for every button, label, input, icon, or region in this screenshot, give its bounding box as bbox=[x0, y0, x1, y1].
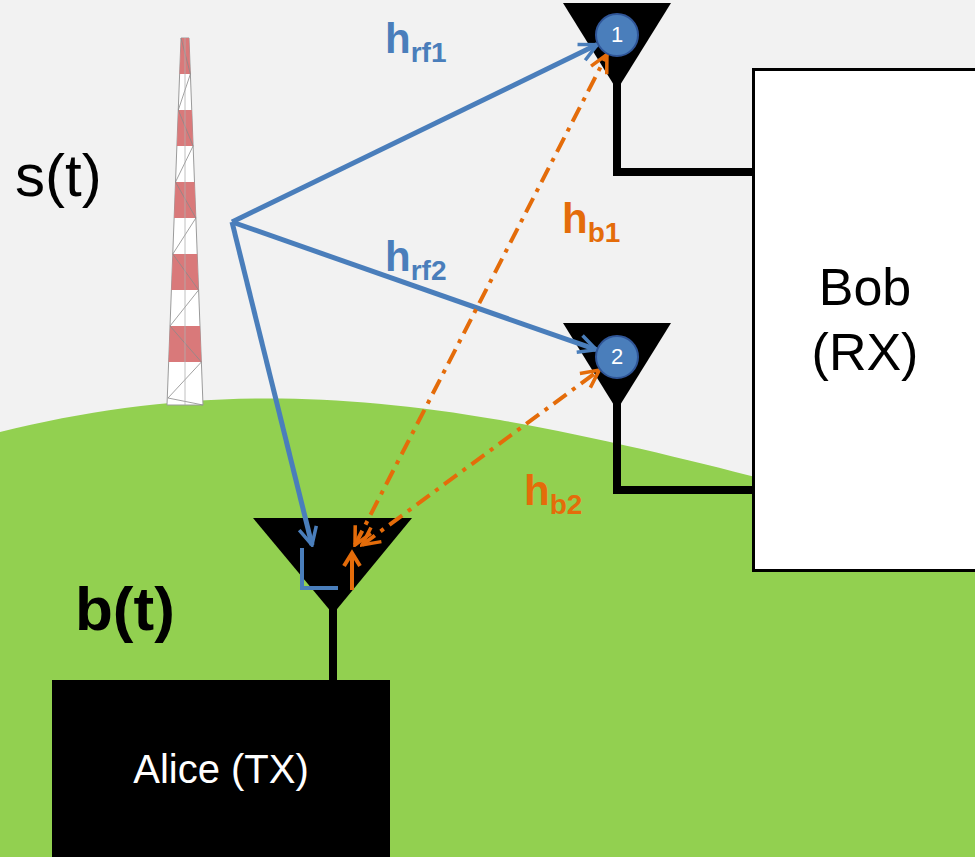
antenna-number: 2 bbox=[595, 335, 639, 379]
antenna-symbol bbox=[563, 323, 671, 410]
label-anchor: hrf2 bbox=[385, 230, 446, 289]
antenna-number: 1 bbox=[595, 13, 639, 57]
antenna-wire bbox=[617, 80, 760, 172]
node-text: 1 bbox=[611, 24, 623, 46]
channel-label: hrf2 bbox=[385, 230, 446, 289]
reflection-arrowhead bbox=[344, 553, 360, 566]
channel-label: hb2 bbox=[524, 464, 582, 523]
node-text: s(t) bbox=[15, 140, 102, 212]
tower-mast bbox=[167, 38, 203, 405]
channel-label: hrf1 bbox=[385, 12, 446, 71]
signal-label: b(t) bbox=[75, 572, 175, 646]
node-text: 2 bbox=[611, 346, 623, 368]
receiver-box: Bob (RX) bbox=[752, 68, 975, 572]
label-anchor: hb2 bbox=[524, 464, 582, 523]
signal-path bbox=[232, 45, 597, 222]
signal-path bbox=[232, 222, 312, 545]
label-anchor: b(t) bbox=[75, 572, 175, 646]
signal-path bbox=[355, 55, 607, 545]
channel-label: hb1 bbox=[562, 192, 620, 251]
label-anchor: hb1 bbox=[562, 192, 620, 251]
transmitter-tower: s(t) bbox=[0, 35, 232, 410]
node-text: Bob (RX) bbox=[775, 255, 955, 385]
reflection-path bbox=[350, 556, 354, 590]
node-text: Alice (TX) bbox=[133, 745, 309, 793]
signal-path bbox=[232, 222, 596, 350]
antenna-symbol bbox=[563, 3, 671, 90]
transmitter-panel: Alice (TX) bbox=[52, 680, 390, 857]
tower-lattice bbox=[168, 38, 203, 405]
antenna-wire bbox=[617, 400, 760, 490]
label-anchor: hrf1 bbox=[385, 12, 446, 71]
antenna-symbol bbox=[253, 518, 412, 614]
signal-path bbox=[362, 370, 599, 545]
tower-lattice bbox=[185, 38, 186, 405]
reflection-path bbox=[302, 548, 338, 588]
transmitter-tower bbox=[167, 38, 203, 405]
